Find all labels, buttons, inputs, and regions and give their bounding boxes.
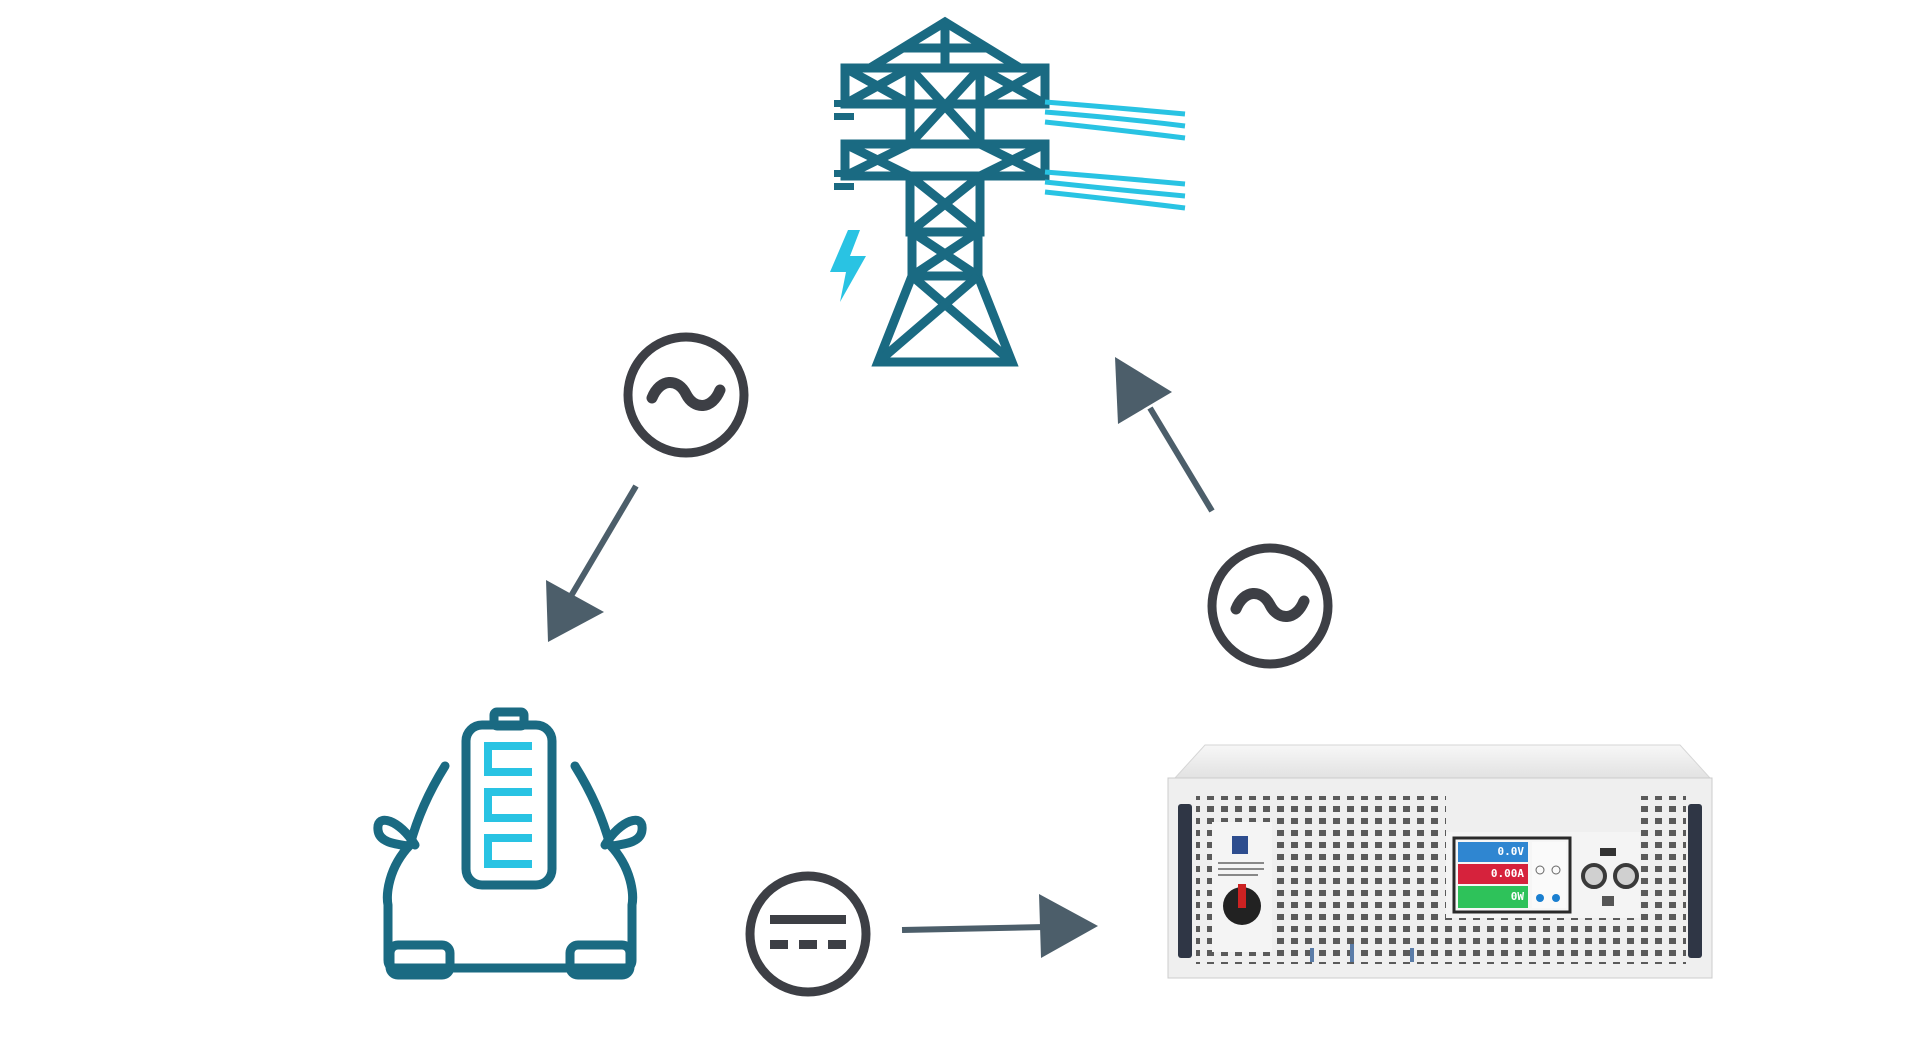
ac-symbol-icon: [623, 332, 749, 458]
power-pylon-icon: [830, 16, 1186, 367]
voltage-knob: [1581, 863, 1607, 889]
vent-grille-right: [1640, 796, 1686, 964]
electric-car-battery-icon: [373, 707, 647, 980]
power-lines-icon: [1044, 99, 1186, 211]
brand-logo: [1232, 836, 1248, 854]
arrow-device-to-grid: [1115, 357, 1215, 513]
power-readout: 0W: [1510, 890, 1524, 903]
lightning-bolt-icon: [830, 230, 866, 302]
current-knob: [1613, 863, 1639, 889]
voltage-readout: 0.0V: [1497, 845, 1525, 858]
dc-symbol-icon: [745, 871, 871, 997]
vent-grille-center: [1296, 796, 1446, 964]
arrow-grid-to-vehicle: [546, 484, 639, 642]
bidirectional-power-supply-icon: [1167, 744, 1713, 979]
flow-arrows: [546, 357, 1215, 958]
current-readout: 0.00A: [1490, 867, 1524, 880]
left-rack-handle: [1178, 804, 1192, 958]
arrow-vehicle-to-device: [901, 894, 1098, 958]
right-rack-handle: [1688, 804, 1702, 958]
vent-grille-bottom: [1446, 918, 1640, 964]
ac-symbol-icon: [1207, 543, 1333, 669]
